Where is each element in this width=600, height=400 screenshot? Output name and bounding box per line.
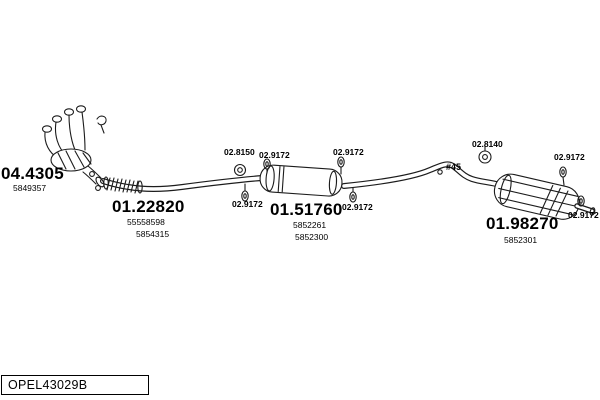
hook-icon bbox=[96, 115, 107, 134]
label-rear-silencer-part-no: 01.98270 bbox=[486, 214, 559, 233]
label-hanger-part-no-5: 02.9172 bbox=[554, 152, 585, 162]
drawing-code-box: OPEL43029B bbox=[1, 375, 149, 395]
tailpipe-drawing bbox=[574, 203, 596, 216]
label-manifold-part-no: 04.4305 bbox=[1, 164, 64, 183]
label-hanger-part-no-2: 02.9172 bbox=[333, 147, 364, 157]
centre-silencer-drawing bbox=[259, 164, 343, 197]
flange-bolt bbox=[95, 185, 101, 191]
bracket-icon bbox=[478, 145, 492, 164]
manifold-drawing bbox=[41, 105, 107, 191]
label-centre-silencer-part-no: 01.51760 bbox=[270, 200, 343, 219]
label-front-pipe-ref2: 5854315 bbox=[136, 229, 170, 239]
flange bbox=[95, 176, 105, 188]
label-front-pipe-part-no: 01.22820 bbox=[112, 197, 185, 216]
rear-silencer-drawing bbox=[493, 173, 596, 220]
rubber-mount-icon bbox=[559, 166, 567, 186]
label-hanger-part-no-3: 02.9172 bbox=[232, 199, 263, 209]
label-position-note: #45 bbox=[446, 162, 462, 172]
intermediate-pipe-drawing bbox=[341, 161, 503, 189]
front-pipe-drawing bbox=[100, 175, 265, 192]
label-hanger-part-no-1: 02.9172 bbox=[259, 150, 290, 160]
label-centre-silencer-ref1: 5852261 bbox=[293, 220, 327, 230]
label-rear-silencer-ref: 5852301 bbox=[504, 235, 538, 245]
drawing-code: OPEL43029B bbox=[8, 378, 88, 392]
rubber-mount-icon bbox=[337, 156, 345, 175]
label-front-pipe-ref1: 55558598 bbox=[127, 217, 165, 227]
label-hanger-part-no-6: 02.9172 bbox=[568, 210, 599, 220]
label-centre-silencer-ref2: 5852300 bbox=[295, 232, 329, 242]
rubber-mount-icon bbox=[577, 195, 585, 207]
rubber-mount-icon bbox=[241, 183, 249, 202]
rubber-mount-icon bbox=[263, 158, 271, 174]
clamp-icon bbox=[233, 163, 247, 177]
label-manifold-ref: 5849357 bbox=[13, 183, 47, 193]
label-bracket-part-no: 02.8140 bbox=[472, 139, 503, 149]
label-hanger-part-no-4: 02.9172 bbox=[342, 202, 373, 212]
label-clamp-part-no: 02.8150 bbox=[224, 147, 255, 157]
flange-bolt bbox=[89, 171, 95, 177]
rubber-mount-icon bbox=[349, 187, 357, 203]
joint-45-marker bbox=[437, 169, 443, 175]
